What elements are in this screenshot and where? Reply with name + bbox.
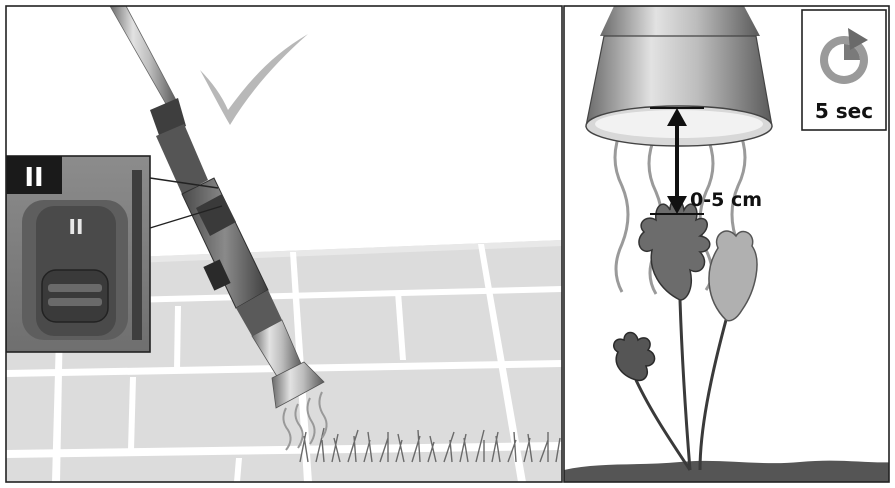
switch-label: II	[69, 215, 84, 239]
timer-box: 5 sec	[802, 10, 886, 130]
timer-label: 5 sec	[815, 99, 873, 123]
soil	[564, 461, 895, 488]
distance-label: 0-5 cm	[690, 189, 762, 211]
left-panel: II II	[6, 6, 562, 482]
right-panel: 0-5 cm 5 sec	[564, 6, 895, 488]
zoom-inset: II II	[6, 156, 150, 352]
step-badge-label: II	[24, 163, 43, 193]
switch-knob	[42, 270, 108, 322]
